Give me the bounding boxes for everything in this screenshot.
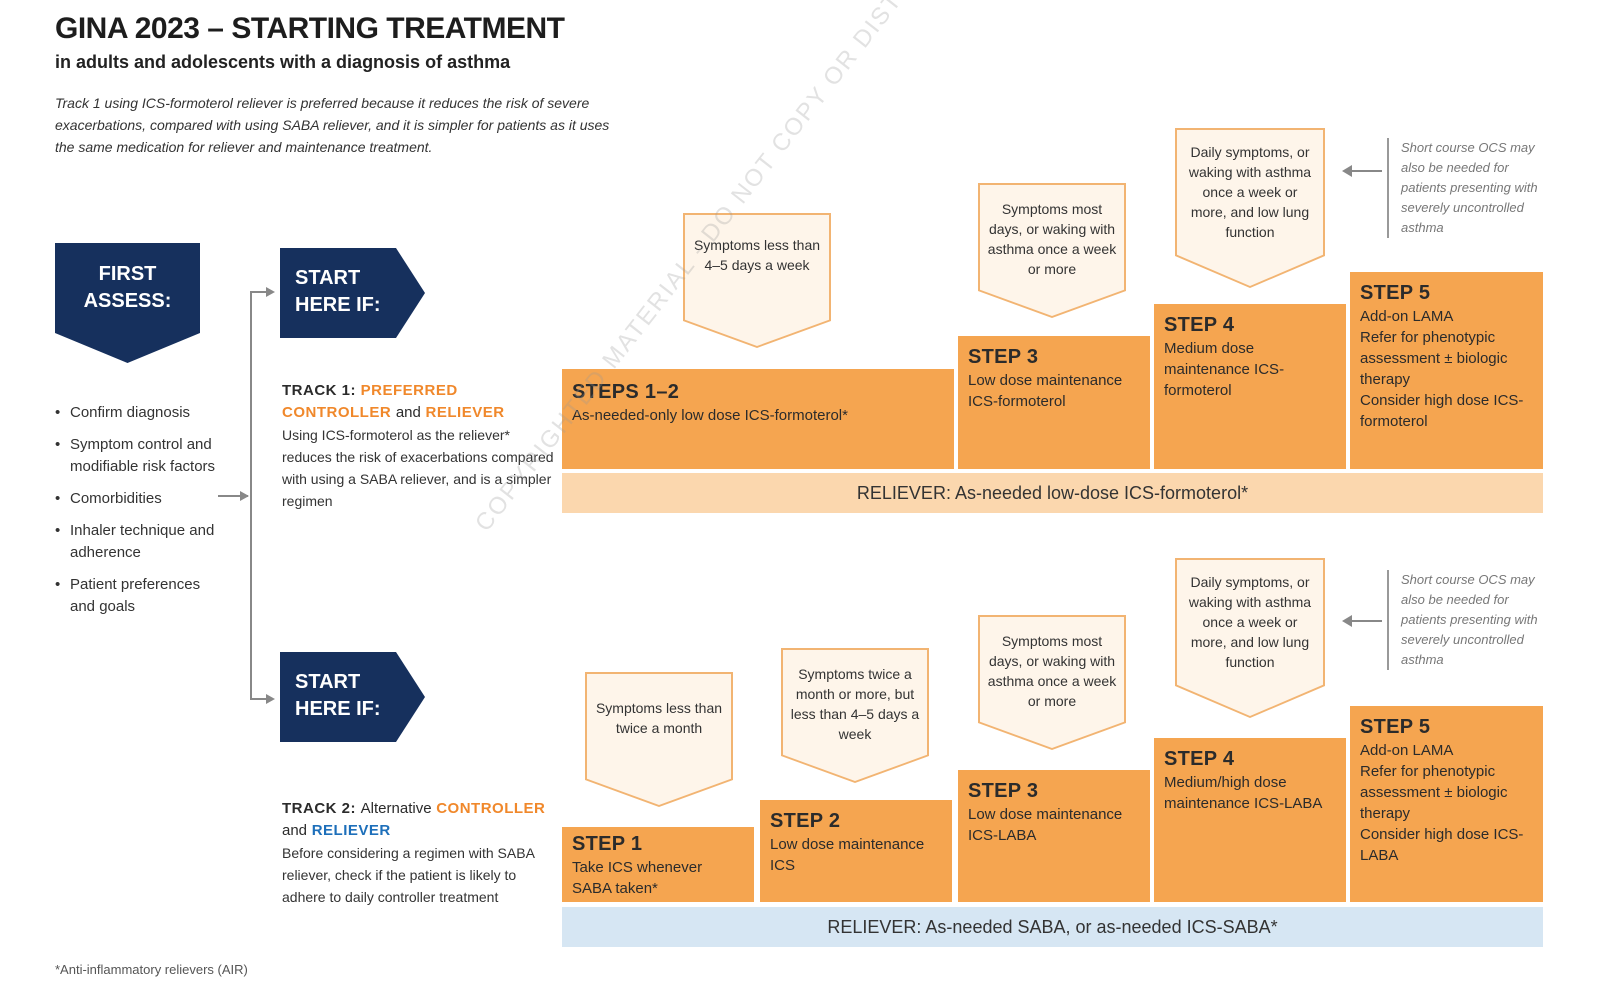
step-name: STEP 5 — [1360, 282, 1431, 304]
step-name: STEP 5 — [1360, 716, 1431, 738]
track1-step-1-2: STEPS 1–2 As-needed-only low dose ICS-fo… — [562, 369, 954, 469]
step-name: STEP 3 — [968, 346, 1039, 368]
track1-ocs-note: Short course OCS may also be needed for … — [1387, 138, 1552, 238]
step-name: STEP 1 — [572, 833, 643, 855]
ocs-arrow-head — [1342, 165, 1352, 177]
step-desc: Consider high dose ICS-LABA — [1360, 826, 1524, 864]
step-desc: Low dose maintenance ICS — [770, 836, 925, 874]
step-desc: Take ICS whenever SABA taken* — [572, 859, 703, 897]
step-desc: Low dose maintenance ICS-formoterol — [968, 372, 1123, 410]
track2-reliever-bar: RELIEVER: As-needed SABA, or as-needed I… — [562, 907, 1543, 947]
symptom-text: Symptoms most days, or waking with asthm… — [980, 617, 1124, 748]
track1-step-3: STEP 3 Low dose maintenance ICS-formoter… — [958, 336, 1150, 469]
track1-label: TRACK 1: — [282, 382, 356, 399]
track2-symptom-callout: Symptoms twice a month or more, but less… — [781, 648, 929, 783]
assess-item: Comorbidities — [55, 488, 225, 510]
start-here-badge-track2: START HERE IF: — [280, 652, 425, 742]
assess-item: Symptom control and modifiable risk fact… — [55, 434, 225, 478]
first-assess-line2: ASSESS: — [83, 290, 172, 312]
connector-arrowhead — [266, 694, 275, 704]
track1-kw-reliever: RELIEVER — [425, 404, 505, 421]
assess-item: Confirm diagnosis — [55, 402, 225, 424]
start-here-line2: HERE IF: — [295, 294, 381, 316]
ocs-arrow-head — [1342, 615, 1352, 627]
start-here-badge-track1: START HERE IF: — [280, 248, 425, 338]
track1-step-4: STEP 4 Medium dose maintenance ICS-formo… — [1154, 304, 1346, 469]
symptom-text: Symptoms most days, or waking with asthm… — [980, 185, 1124, 316]
connector-arrowhead — [240, 491, 249, 501]
start-here-line1: START — [295, 267, 361, 289]
track1-symptom-callout: Symptoms less than 4–5 days a week — [683, 213, 831, 348]
track1-description: TRACK 1: PREFERRED CONTROLLER and RELIEV… — [282, 380, 557, 512]
symptom-text: Daily symptoms, or waking with asthma on… — [1177, 130, 1323, 286]
ocs-arrow-line — [1352, 620, 1382, 622]
step-name: STEPS 1–2 — [572, 381, 680, 403]
track2-step-3: STEP 3 Low dose maintenance ICS-LABA — [958, 770, 1150, 902]
track2-body: Before considering a regimen with SABA r… — [282, 845, 535, 905]
connector-arrowhead — [266, 287, 275, 297]
track2-step-5: STEP 5 Add-on LAMA Refer for phenotypic … — [1350, 706, 1543, 902]
assess-item: Inhaler technique and adherence — [55, 520, 225, 564]
track2-step-2: STEP 2 Low dose maintenance ICS — [760, 800, 952, 902]
page-title: GINA 2023 – STARTING TREATMENT — [55, 12, 565, 45]
step-name: STEP 2 — [770, 810, 841, 832]
step-desc: As-needed-only low dose ICS-formoterol* — [572, 407, 848, 424]
intro-text: Track 1 using ICS-formoterol reliever is… — [55, 95, 610, 155]
first-assess-line1: FIRST — [98, 263, 157, 285]
symptom-text: Daily symptoms, or waking with asthma on… — [1177, 560, 1323, 716]
track1-step-5: STEP 5 Add-on LAMA Refer for phenotypic … — [1350, 272, 1543, 469]
symptom-text: Symptoms less than twice a month — [587, 674, 731, 805]
track2-kw-reliever: RELIEVER — [311, 822, 391, 839]
track2-conj: and — [282, 822, 308, 839]
track2-symptom-callout: Symptoms most days, or waking with asthm… — [978, 615, 1126, 750]
step-name: STEP 3 — [968, 780, 1039, 802]
track1-kw-preferred: PREFERRED — [360, 382, 458, 399]
track2-label: TRACK 2: — [282, 800, 356, 817]
step-desc: Consider high dose ICS-formoterol — [1360, 392, 1524, 430]
track2-heading: TRACK 2: Alternative CONTROLLER and RELI… — [282, 798, 552, 842]
assess-item: Patient preferences and goals — [55, 574, 225, 618]
start-here-line1: START — [295, 671, 361, 693]
ocs-arrow-line — [1352, 170, 1382, 172]
step-name: STEP 4 — [1164, 314, 1235, 336]
step-desc: Add-on LAMA — [1360, 308, 1454, 325]
step-name: STEP 4 — [1164, 748, 1235, 770]
step-desc: Medium dose maintenance ICS-formoterol — [1164, 340, 1285, 399]
track1-conj: and — [395, 404, 421, 421]
connector-line — [218, 495, 248, 497]
connector-trunk — [250, 292, 252, 700]
connector-line — [250, 698, 270, 700]
footnote: *Anti-inflammatory relievers (AIR) — [55, 962, 248, 977]
track1-symptom-callout: Symptoms most days, or waking with asthm… — [978, 183, 1126, 318]
track2-symptom-callout: Symptoms less than twice a month — [585, 672, 733, 807]
start-here-line2: HERE IF: — [295, 698, 381, 720]
step-desc: Low dose maintenance ICS-LABA — [968, 806, 1123, 844]
first-assess-badge: FIRST ASSESS: — [55, 243, 200, 363]
track1-body: Using ICS-formoterol as the reliever* re… — [282, 427, 554, 509]
step-desc: Refer for phenotypic assessment ± biolog… — [1360, 329, 1508, 388]
track1-reliever-bar: RELIEVER: As-needed low-dose ICS-formote… — [562, 473, 1543, 513]
track1-heading: TRACK 1: PREFERRED CONTROLLER and RELIEV… — [282, 380, 557, 424]
track2-symptom-callout: Daily symptoms, or waking with asthma on… — [1175, 558, 1325, 718]
track2-kw-controller: CONTROLLER — [436, 800, 546, 817]
assess-list: Confirm diagnosis Symptom control and mo… — [55, 402, 225, 628]
symptom-text: Symptoms less than 4–5 days a week — [685, 215, 829, 346]
track2-lead: Alternative — [360, 800, 432, 817]
step-desc: Add-on LAMA — [1360, 742, 1454, 759]
step-desc: Refer for phenotypic assessment ± biolog… — [1360, 763, 1508, 822]
track2-step-4: STEP 4 Medium/high dose maintenance ICS-… — [1154, 738, 1346, 902]
page-subtitle: in adults and adolescents with a diagnos… — [55, 52, 511, 72]
step-desc: Medium/high dose maintenance ICS-LABA — [1164, 774, 1323, 812]
connector-line — [250, 291, 270, 293]
track2-step-1: STEP 1 Take ICS whenever SABA taken* — [562, 827, 754, 902]
symptom-text: Symptoms twice a month or more, but less… — [783, 650, 927, 781]
track2-description: TRACK 2: Alternative CONTROLLER and RELI… — [282, 798, 552, 908]
track2-ocs-note: Short course OCS may also be needed for … — [1387, 570, 1552, 670]
track1-symptom-callout: Daily symptoms, or waking with asthma on… — [1175, 128, 1325, 288]
track1-kw-controller: CONTROLLER — [282, 404, 392, 421]
